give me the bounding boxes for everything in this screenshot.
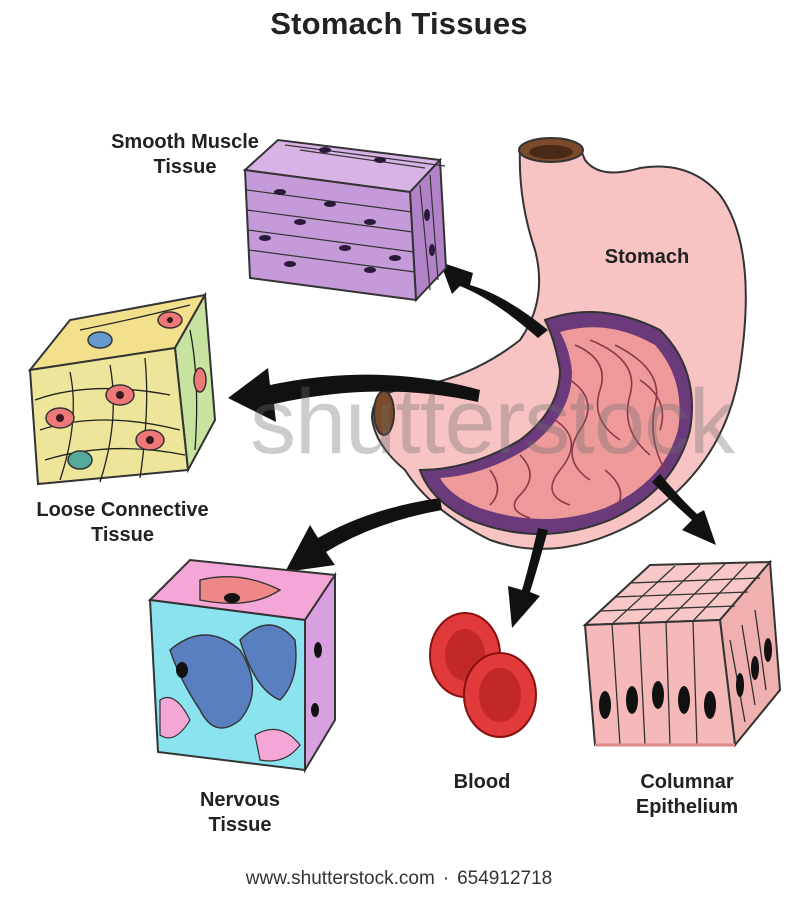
arrow-to-nervous xyxy=(285,498,442,572)
label-smooth-muscle: Smooth Muscle Tissue xyxy=(85,130,285,180)
columnar-epithelium-illustration xyxy=(585,562,780,745)
label-columnar-line1: Columnar xyxy=(612,770,762,795)
label-loose-connective-line1: Loose Connective xyxy=(15,498,230,523)
label-smooth-muscle-line2: Tissue xyxy=(85,155,285,180)
label-nervous-line2: Tissue xyxy=(180,813,300,838)
label-blood: Blood xyxy=(432,770,532,795)
footer-site: www.shutterstock.com xyxy=(246,868,435,889)
arrow-to-smooth-muscle xyxy=(440,262,548,338)
footer-separator: · xyxy=(443,868,449,889)
footer: www.shutterstock.com · 654912718 xyxy=(0,868,798,890)
watermark: shutterstock xyxy=(250,370,734,475)
blood-cells-illustration xyxy=(430,613,536,737)
nervous-tissue-illustration xyxy=(150,560,335,770)
label-nervous: Nervous Tissue xyxy=(180,788,300,838)
label-stomach: Stomach xyxy=(582,245,712,270)
label-columnar-epithelium: Columnar Epithelium xyxy=(612,770,762,820)
label-columnar-line2: Epithelium xyxy=(612,795,762,820)
loose-connective-tissue-illustration xyxy=(30,295,215,484)
label-smooth-muscle-line1: Smooth Muscle xyxy=(85,130,285,155)
footer-image-id: 654912718 xyxy=(457,868,552,889)
label-loose-connective-line2: Tissue xyxy=(15,523,230,548)
label-nervous-line1: Nervous xyxy=(180,788,300,813)
label-loose-connective: Loose Connective Tissue xyxy=(15,498,230,548)
